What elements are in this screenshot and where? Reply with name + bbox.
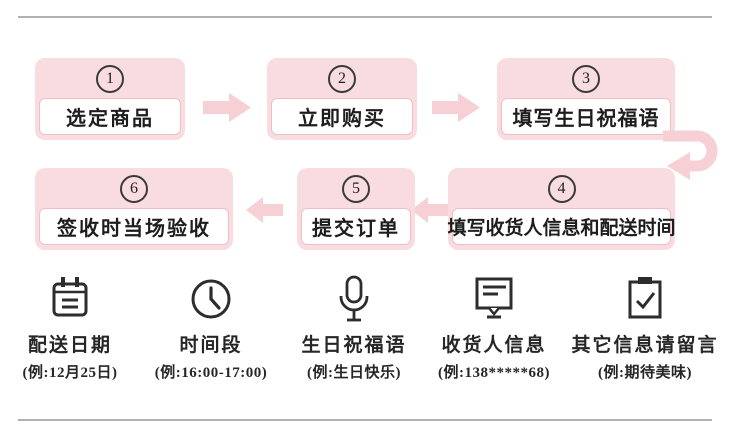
legend-delivery-date: 配送日期 (例:12月25日) [0,274,140,382]
arrow-right-icon [203,93,251,122]
step-6-number: 6 [120,175,148,203]
legend-title: 配送日期 [27,335,112,356]
legend-example: (例:138*****68) [438,365,550,381]
legend-title: 生日祝福语 [301,335,407,356]
step-3-box: 3 填写生日祝福语 [497,58,675,140]
step-4-number: 4 [547,175,576,203]
arrow-left-icon [411,197,448,223]
legend-title: 收货人信息 [441,335,547,356]
microphone-icon [282,274,426,324]
legend-example: (例:16:00-17:00) [154,365,268,381]
arrow-right-icon [432,93,480,122]
calendar-icon [0,274,140,324]
step-6-label: 签收时当场验收 [39,208,229,245]
step-2-label: 立即购买 [271,98,413,135]
step-5-label: 提交订单 [301,208,411,245]
arrow-uturn-icon [663,130,718,180]
step-1-box: 1 选定商品 [35,58,185,140]
legend-title: 其它信息请留言 [571,335,719,356]
step-2-number: 2 [328,65,356,93]
clipboard-check-icon [560,274,730,324]
step-1-label: 选定商品 [39,98,181,135]
legend-birthday-wish: 生日祝福语 (例:生日快乐) [282,274,426,382]
step-6-box: 6 签收时当场验收 [35,168,233,250]
step-2-box: 2 立即购买 [267,58,417,140]
message-icon [420,274,568,324]
step-4-box: 4 填写收货人信息和配送时间 [448,168,676,250]
step-4-label: 填写收货人信息和配送时间 [448,208,676,245]
step-5-number: 5 [342,175,370,203]
step-5-box: 5 提交订单 [297,168,415,250]
legend-other-message: 其它信息请留言 (例:期待美味) [560,274,730,382]
legend-time-slot: 时间段 (例:16:00-17:00) [140,274,282,382]
legend-example: (例:生日快乐) [307,365,401,381]
legend-example: (例:期待美味) [598,365,692,381]
step-1-number: 1 [96,65,124,93]
arrow-left-icon [246,197,283,223]
step-3-label: 填写生日祝福语 [501,98,671,135]
top-divider [18,16,712,18]
clock-icon [140,274,282,324]
legend-example: (例:12月25日) [22,365,118,381]
legend-title: 时间段 [179,335,243,356]
step-3-number: 3 [572,65,600,93]
bottom-divider [18,419,712,421]
legend-recipient-info: 收货人信息 (例:138*****68) [420,274,568,382]
